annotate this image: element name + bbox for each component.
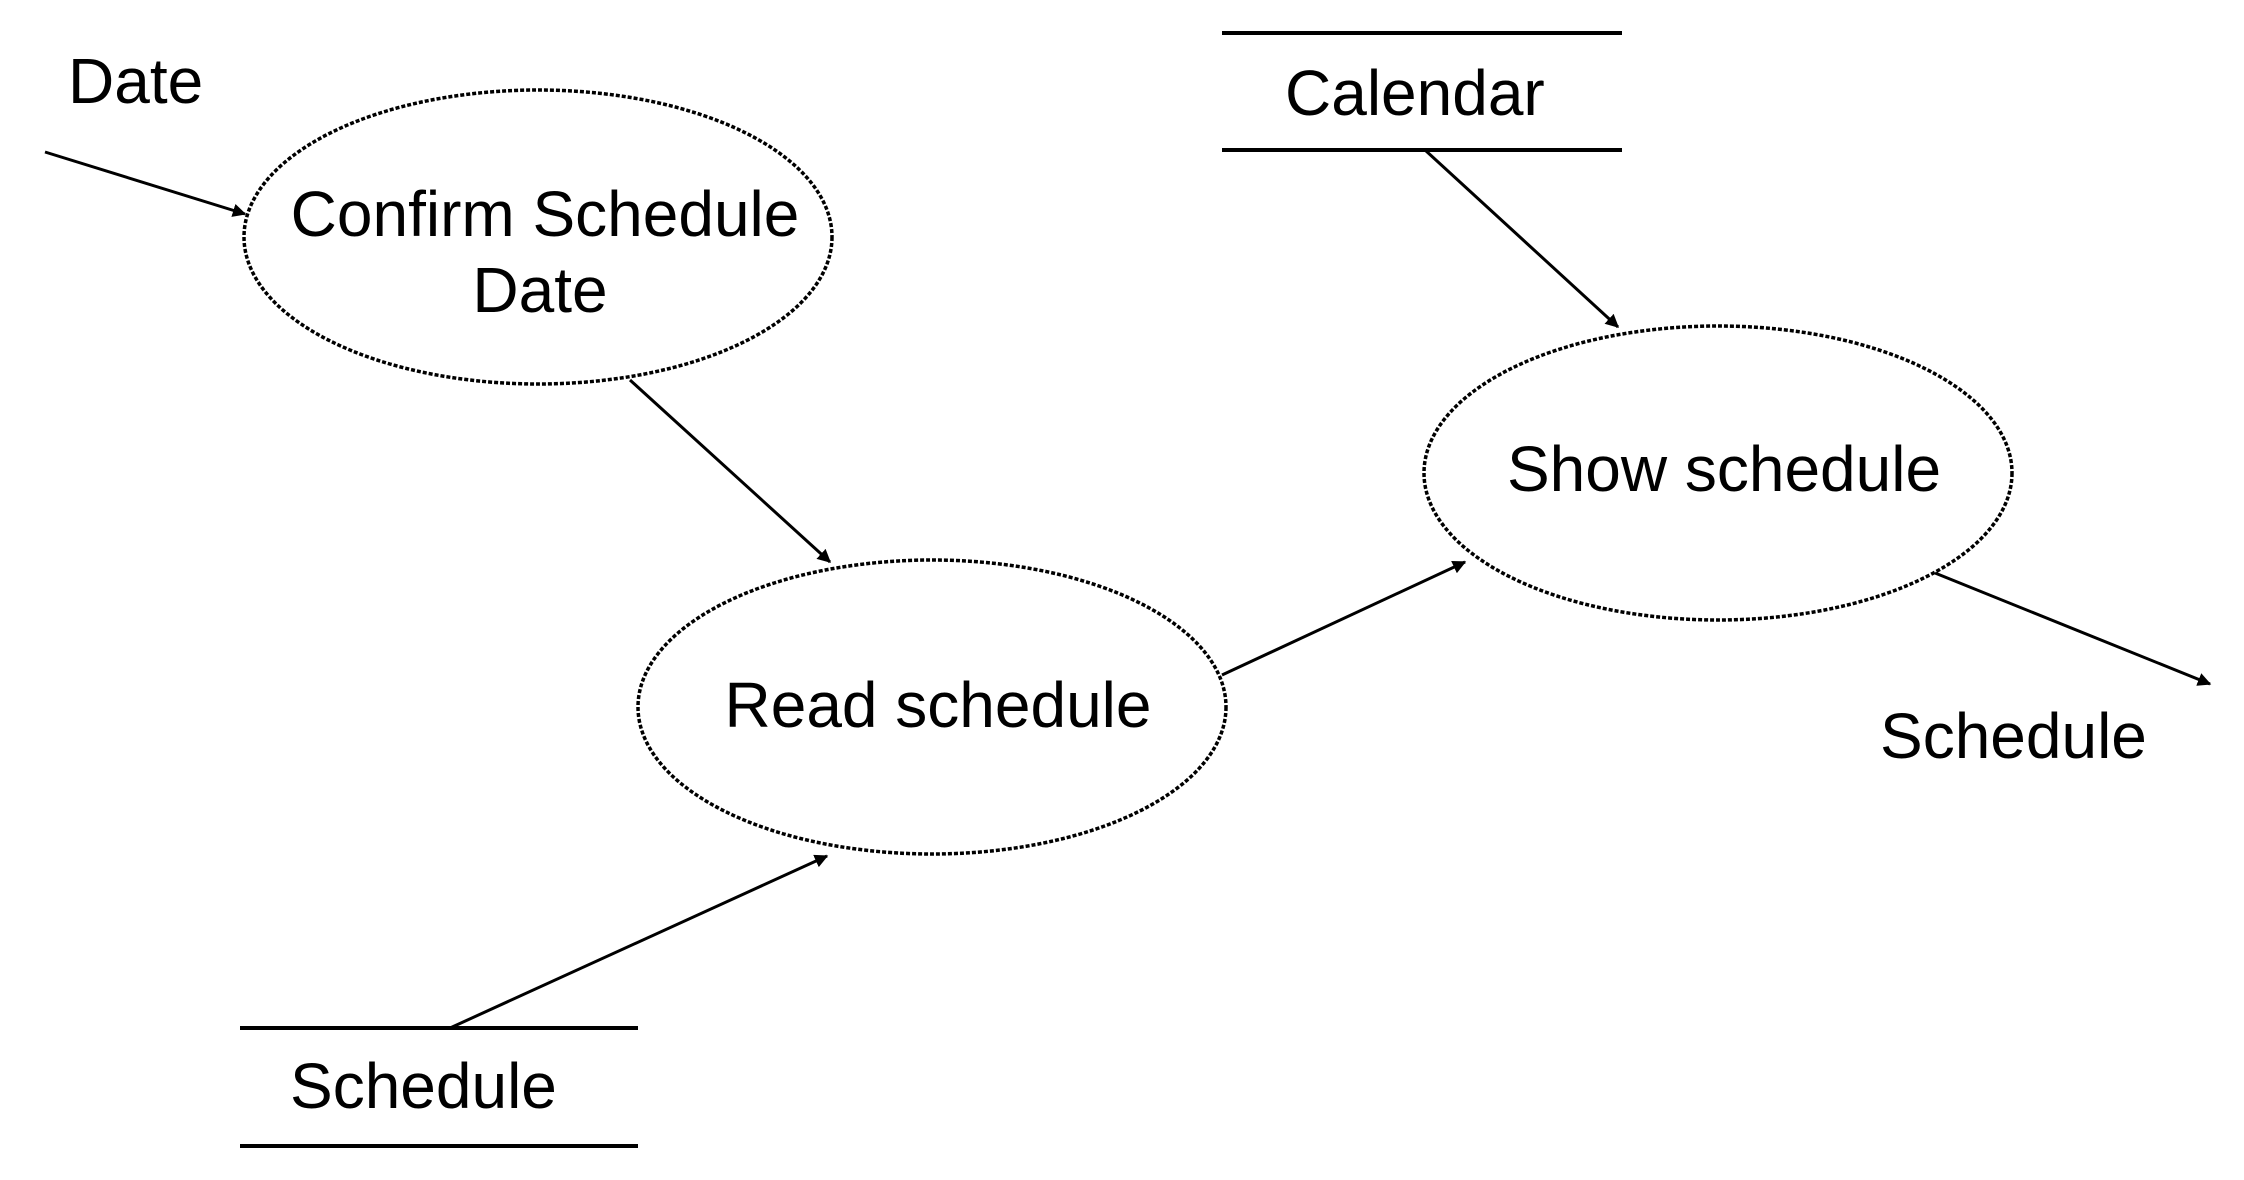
process-show-label: Show schedule [1507, 433, 1941, 505]
external-output-schedule-label: Schedule [1880, 700, 2147, 772]
process-confirm-label-line2: Date [472, 254, 607, 326]
data-store-schedule: Schedule [240, 1026, 638, 1148]
data-store-calendar: Calendar [1222, 31, 1622, 152]
data-store-calendar-label: Calendar [1285, 57, 1545, 129]
flow-calendar-to-show [1423, 148, 1620, 329]
process-read-schedule: Read schedule [636, 558, 1228, 856]
flow-show-to-output [1934, 571, 2212, 686]
flow-schedule-store-to-read [449, 854, 829, 1030]
flow-date-to-confirm [44, 150, 247, 217]
external-input-date-label: Date [68, 45, 203, 117]
process-confirm-ellipse [242, 88, 834, 386]
process-confirm-label-line1: Confirm Schedule [291, 178, 800, 250]
flow-read-to-show [1221, 560, 1467, 677]
process-show-schedule: Show schedule [1422, 324, 2014, 622]
process-read-ellipse [636, 558, 1228, 856]
process-confirm-schedule-date: Confirm Schedule Date [242, 88, 834, 386]
flow-confirm-to-read [628, 378, 832, 564]
data-store-schedule-label: Schedule [290, 1050, 557, 1122]
process-show-ellipse [1422, 324, 2014, 622]
process-read-label: Read schedule [725, 669, 1152, 741]
